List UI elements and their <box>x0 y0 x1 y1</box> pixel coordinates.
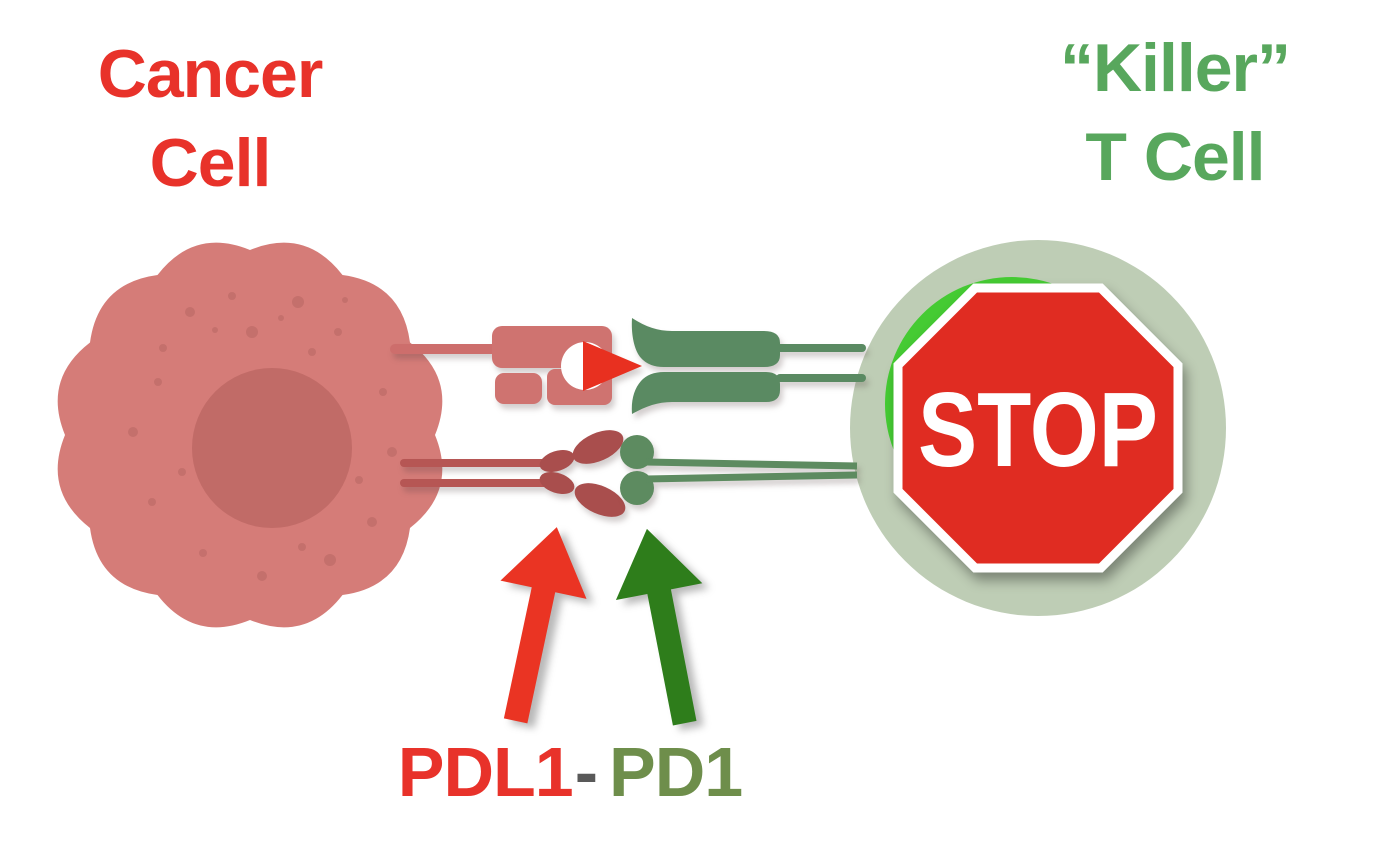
pdl1-lobe-upper-outer <box>572 430 624 464</box>
tcr-stalk-lower <box>776 374 866 382</box>
cancer-cell-nucleus <box>192 368 352 528</box>
pd1-stalk-lower <box>645 471 858 483</box>
cancer-cell-title: Cancer Cell <box>50 30 370 208</box>
pdl1-arrow <box>500 527 587 724</box>
stop-sign: STOP <box>893 283 1183 573</box>
cancer-cell <box>57 242 443 628</box>
pd1-label: PD1 <box>609 733 743 811</box>
pdl1-lobe-upper-inner <box>539 449 575 473</box>
cancer-cell-speckles <box>128 292 397 581</box>
killer-t-cell-title-line1: “Killer” <box>1059 30 1291 106</box>
pd1-lobe-lower <box>620 471 654 505</box>
tcr-lower-lobe <box>631 372 780 414</box>
killer-t-cell-title-line2: T Cell <box>1085 119 1265 195</box>
pdl1-lobe-lower-inner <box>539 471 575 495</box>
pdl1-receptor <box>400 430 626 517</box>
cancer-cell-title-line1: Cancer <box>97 36 324 112</box>
mhc-antigen-complex <box>390 326 642 405</box>
cancer-cell-title-line2: Cell <box>149 125 272 201</box>
mhc-stalk <box>390 344 502 354</box>
tcr-complex <box>631 318 866 414</box>
pdl1-pd1-label: PDL1-PD1 <box>330 732 810 812</box>
pdl1-stalk-lower <box>400 479 552 487</box>
killer-t-cell: STOP <box>850 240 1226 616</box>
pdl1-label: PDL1 <box>397 733 574 811</box>
pdl1-pd1-separator: - <box>574 733 598 811</box>
pd1-lobe-upper <box>620 435 654 469</box>
pd1-stalk-upper <box>645 458 858 470</box>
killer-t-cell-title: “Killer” T Cell <box>1005 24 1345 202</box>
stop-sign-text: STOP <box>918 371 1158 489</box>
stop-sign-octagon <box>893 283 1183 573</box>
pd1-arrow <box>615 528 703 726</box>
pdl1-lobe-lower-outer <box>574 483 626 517</box>
antigen-triangle <box>583 341 642 391</box>
pdl1-stalk-upper <box>400 459 552 467</box>
pd1-receptor <box>620 435 858 505</box>
tcr-upper-lobe <box>631 318 780 367</box>
mhc-block-bottom-left <box>495 373 542 404</box>
tcr-stalk-upper <box>776 344 866 352</box>
